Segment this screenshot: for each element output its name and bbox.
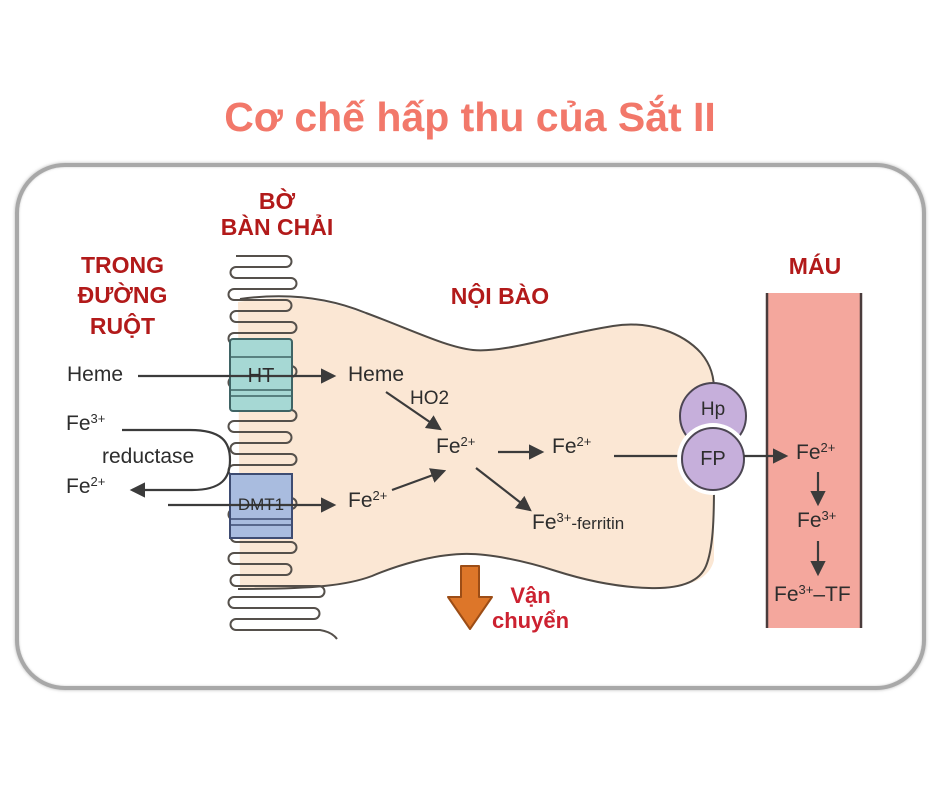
flow-arrows bbox=[122, 368, 826, 577]
blood-fe2-label: Fe2+ bbox=[796, 440, 836, 464]
lumen-heme-label: Heme bbox=[67, 363, 124, 386]
cell-bottom-outline bbox=[237, 485, 715, 590]
transport-caption: Vận chuyển bbox=[491, 583, 570, 634]
ht-label: HT bbox=[247, 365, 275, 387]
heme-to-fe2-arrow bbox=[385, 391, 442, 431]
lumen-fe3-label: Fe3+ bbox=[66, 411, 106, 435]
enterocyte-cell-body bbox=[238, 297, 714, 589]
ho2-enzyme-label: HO2 bbox=[410, 388, 450, 409]
blood-fe3-tf-label: Fe3+–TF bbox=[774, 582, 851, 606]
region-label-lumen: TRONG ĐƯỜNG RUỘT bbox=[77, 252, 168, 339]
blood-fe3-label: Fe3+ bbox=[797, 508, 837, 532]
region-label-brush-border: BỜ BÀN CHẢI bbox=[220, 188, 334, 241]
cell-fe2-lower-label: Fe2+ bbox=[348, 488, 388, 512]
fe2-to-ferritin-arrow bbox=[475, 467, 532, 512]
cell-top-outline bbox=[239, 295, 715, 391]
reductase-label: reductase bbox=[102, 445, 195, 468]
reductase-curve-arrow bbox=[122, 428, 232, 498]
page-title: Cơ chế hấp thu của Sắt II bbox=[224, 94, 716, 140]
cell-fe2-right-label: Fe2+ bbox=[552, 434, 592, 458]
fp-label: FP bbox=[700, 448, 726, 470]
lumen-fe2-label: Fe2+ bbox=[66, 474, 106, 498]
region-label-blood: MÁU bbox=[788, 253, 842, 279]
dmt1-label: DMT1 bbox=[237, 495, 285, 514]
ferritin-label: Fe3+-ferritin bbox=[532, 510, 625, 534]
fp-circle bbox=[681, 427, 745, 491]
cell-heme-label: Heme bbox=[348, 363, 405, 386]
fe2-up-arrow bbox=[391, 468, 447, 492]
hp-label: Hp bbox=[700, 399, 726, 420]
cell-fe2-central-label: Fe2+ bbox=[436, 434, 476, 458]
hp-fp-complex bbox=[677, 382, 749, 495]
region-label-intracellular: NỘI BÀO bbox=[450, 283, 550, 309]
transport-down-arrow bbox=[447, 565, 493, 630]
brush-border-membrane bbox=[227, 255, 338, 640]
